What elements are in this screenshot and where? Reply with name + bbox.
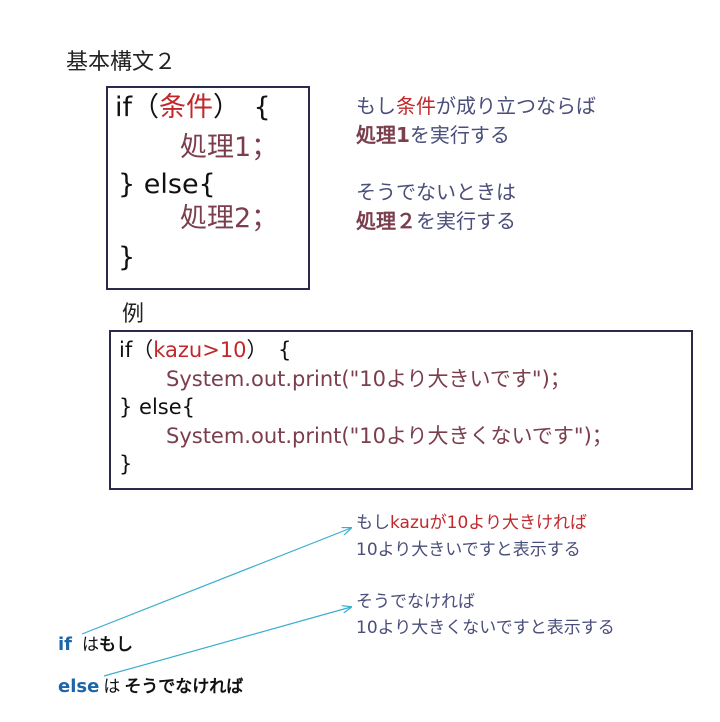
example-line-if: if（kazu>10） {: [119, 338, 292, 362]
keyword-if-meaning: もし: [99, 635, 134, 655]
example-line-close: }: [119, 452, 133, 476]
annotation-if-line1: もしkazuが10より大きければ: [356, 513, 587, 533]
arrow-else: [103, 607, 351, 677]
keyword-else-meaning: そうでなければ: [124, 677, 244, 697]
description-line3: そうでないときは: [356, 180, 516, 204]
description-line2: 処理1を実行する: [356, 123, 510, 147]
syntax-line-else: } else{: [118, 169, 216, 200]
example-line-print2: System.out.print("10より大きくないです")；: [166, 424, 613, 448]
syntax-line-process1: 処理1；: [180, 132, 279, 163]
syntax-line-if: if（条件） {: [115, 92, 271, 123]
keyword-if: if: [58, 634, 73, 655]
page-title: 基本構文２: [66, 50, 177, 75]
description-line1: もし条件が成り立つならば: [356, 94, 596, 118]
arrow-if: [81, 528, 351, 635]
example-label: 例: [122, 302, 145, 327]
syntax-condition: 条件: [159, 92, 214, 123]
description-line4: 処理２を実行する: [356, 209, 516, 233]
syntax-line-close: }: [118, 242, 136, 273]
annotation-if-line2: 10より大きいですと表示する: [356, 540, 581, 560]
annotation-else-line2: 10より大きくないですと表示する: [356, 618, 615, 638]
example-box: [109, 330, 693, 490]
example-line-else: } else{: [119, 395, 196, 419]
keyword-else: else: [58, 676, 100, 697]
annotation-else-line1: そうでなければ: [356, 592, 475, 612]
syntax-box: [106, 86, 310, 290]
example-line-print1: System.out.print("10より大きいです")；: [166, 367, 571, 391]
syntax-line-process2: 処理2；: [180, 203, 279, 234]
